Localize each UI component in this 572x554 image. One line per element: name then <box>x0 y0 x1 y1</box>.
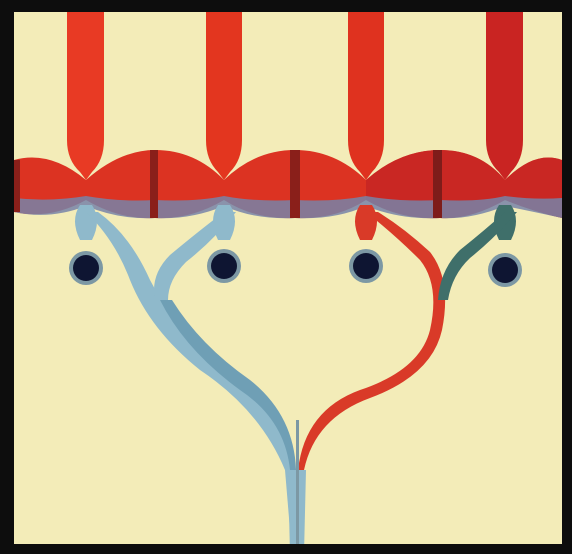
band-stripe-1 <box>150 150 158 218</box>
red-bar-2 <box>206 12 242 180</box>
band-stripe-2 <box>290 150 300 218</box>
red-bar-1 <box>67 12 104 180</box>
band-stripe-3 <box>433 150 442 218</box>
dark-circle-icon <box>211 253 237 279</box>
connector-1 <box>75 205 97 240</box>
dark-circle-icon <box>73 255 99 281</box>
dark-circle-icon <box>353 253 379 279</box>
red-bar-3 <box>348 12 384 180</box>
connector-3 <box>355 205 377 240</box>
band-stripe-left-edge <box>14 160 20 212</box>
red-bar-4 <box>486 12 523 180</box>
dark-circle-icon <box>492 257 518 283</box>
central-stem-divider <box>296 420 299 554</box>
